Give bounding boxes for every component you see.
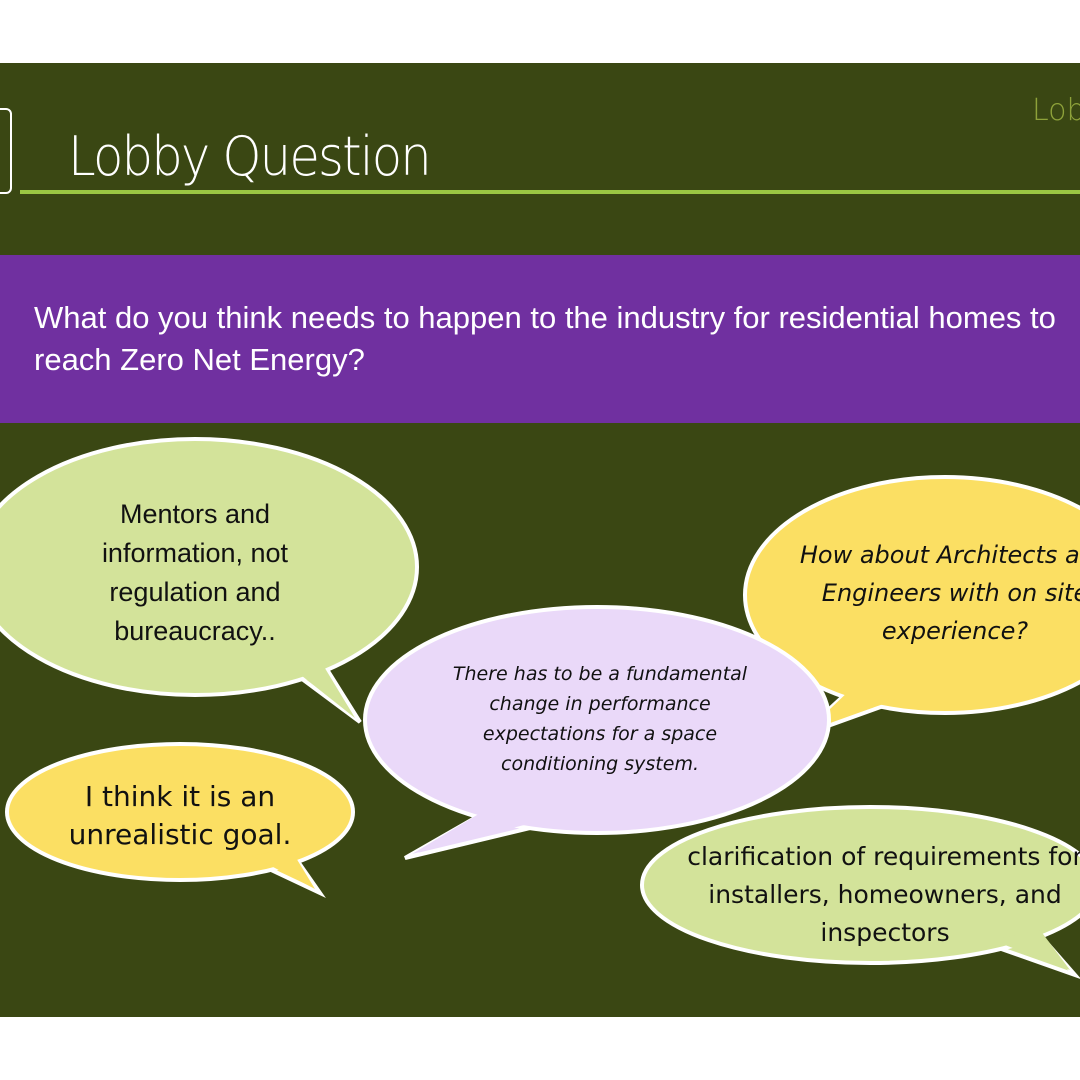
question-band: What do you think needs to happen to the… xyxy=(0,255,1080,423)
slide: Lobby Question Lob What do you think nee… xyxy=(0,63,1080,1017)
question-text: What do you think needs to happen to the… xyxy=(34,300,1056,377)
bubble-text: clarification of requirements for instal… xyxy=(687,842,1080,947)
bubble-mentors xyxy=(0,437,419,724)
decorative-box xyxy=(0,108,12,194)
bubble-unrealistic xyxy=(5,742,355,899)
corner-label: Lob xyxy=(1032,93,1080,128)
bubble-text: How about Architects and Engineers with … xyxy=(799,541,1080,645)
bubble-clarification xyxy=(640,805,1080,979)
speech-bubbles xyxy=(0,437,1080,979)
title-underline xyxy=(20,190,1080,194)
bubble-text: There has to be a fundamental change in … xyxy=(452,663,748,775)
bubble-text: Mentors and information, not regulation … xyxy=(101,499,289,646)
bubble-text: I think it is an unrealistic goal. xyxy=(68,780,292,851)
slide-title: Lobby Question xyxy=(68,125,432,188)
bubble-fundamental xyxy=(363,605,831,860)
